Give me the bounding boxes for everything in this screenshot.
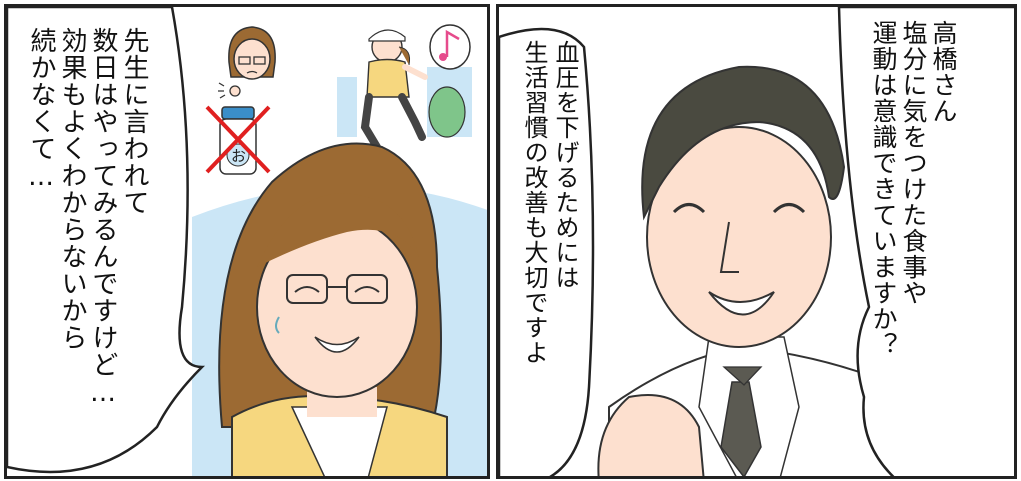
speech-line: 高橋さん bbox=[929, 20, 958, 124]
speech-balloon-right-top: 高橋さん 塩分に気をつけた食事や 運動は意識できていますか？ bbox=[868, 20, 958, 358]
speech-line: 塩分に気をつけた食事や bbox=[899, 20, 928, 306]
speech-line: 生活習慣の改善も大切ですよ bbox=[520, 40, 548, 365]
speech-line: 数日はやってみるんですけど… bbox=[88, 27, 118, 409]
speech-line: 運動は意識できていますか？ bbox=[869, 20, 898, 358]
svg-text:お: お bbox=[231, 147, 246, 165]
speech-line: 効果もよくわからないから bbox=[57, 27, 87, 351]
woman-scene-art: お bbox=[7, 7, 487, 476]
comic-panel-right bbox=[496, 4, 1017, 479]
speech-balloon-right-mid: 血圧を下げるためには 生活習慣の改善も大切ですよ bbox=[518, 40, 580, 365]
doctor-scene-art bbox=[499, 7, 1014, 476]
music-note-icon bbox=[429, 24, 471, 70]
woman-character bbox=[218, 142, 448, 476]
speech-line: 先生に言われて bbox=[119, 27, 149, 216]
comic-panel-left: お bbox=[4, 4, 490, 479]
salt-shaker-crossed-icon: お bbox=[205, 105, 271, 175]
doctor-character bbox=[597, 65, 900, 476]
speech-line: 続かなくて… bbox=[26, 27, 56, 193]
woman-worried-icon bbox=[218, 26, 276, 99]
speech-line: 血圧を下げるためには bbox=[551, 40, 579, 290]
woman-jogging-icon bbox=[337, 29, 472, 151]
speech-balloon-left: 先生に言われて 数日はやってみるんですけど… 効果もよくわからないから 続かなく… bbox=[25, 27, 149, 409]
